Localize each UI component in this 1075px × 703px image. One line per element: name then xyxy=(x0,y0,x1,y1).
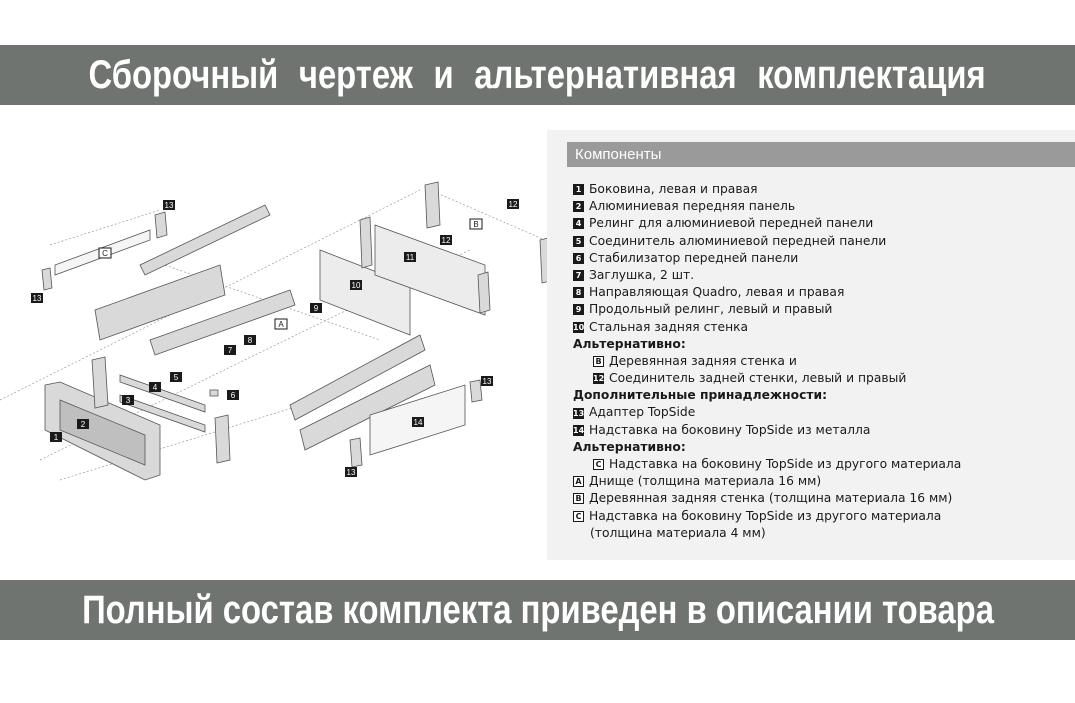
svg-text:A: A xyxy=(278,320,284,329)
list-item: B Деревянная задняя стенка (толщина матер… xyxy=(573,490,1073,507)
item-badge: 2 xyxy=(573,201,584,213)
top-banner-text: Сборочный чертеж и альтернативная компле… xyxy=(88,52,987,97)
item-text: (толщина материала 4 мм) xyxy=(590,525,766,540)
list-item: 8 Направляющая Quadro, левая и правая xyxy=(573,284,1073,301)
item-text: Заглушка, 2 шт. xyxy=(589,267,695,282)
svg-text:3: 3 xyxy=(126,396,131,405)
item-text: Стабилизатор передней панели xyxy=(589,250,799,265)
item-badge: 8 xyxy=(573,287,584,299)
item-text: Дополнительные принадлежности: xyxy=(573,388,828,403)
svg-text:11: 11 xyxy=(406,253,415,262)
item-text: Соединитель алюминиевой передней панели xyxy=(589,233,887,248)
item-text: Боковина, левая и правая xyxy=(589,182,758,196)
item-text: Надставка на боковину TopSide из металла xyxy=(589,422,871,437)
item-badge: 5 xyxy=(573,235,584,247)
top-banner: Сборочный чертеж и альтернативная компле… xyxy=(0,45,1075,105)
list-item: 14 Надставка на боковину TopSide из метал… xyxy=(573,422,1073,439)
item-badge: 14 xyxy=(573,424,585,436)
svg-text:13: 13 xyxy=(165,201,174,210)
list-item: (толщина материала 4 мм) xyxy=(573,525,1073,542)
item-badge: 4 xyxy=(573,218,584,230)
item-text: Альтернативно: xyxy=(573,336,686,351)
item-badge: 7 xyxy=(573,270,584,282)
item-text: Днище (толщина материала 16 мм) xyxy=(589,474,822,489)
item-badge: 13 xyxy=(573,407,585,419)
svg-text:8: 8 xyxy=(248,336,253,345)
components-panel: Компоненты 1 Боковина, левая и правая 2 Алю… xyxy=(547,130,1075,560)
item-text: Надставка на боковину TopSide из другого… xyxy=(589,508,942,523)
svg-text:4: 4 xyxy=(153,383,158,392)
item-badge: A xyxy=(573,476,584,488)
svg-text:2: 2 xyxy=(81,420,86,429)
list-item: 7 Заглушка, 2 шт. xyxy=(573,267,1073,284)
list-item: 1 Боковина, левая и правая xyxy=(573,181,1073,198)
item-badge: C xyxy=(573,510,584,522)
item-badge: B xyxy=(573,493,584,505)
list-item: C Надставка на боковину TopSide из другог… xyxy=(573,508,1073,525)
svg-text:13: 13 xyxy=(483,377,492,386)
item-badge: 12 xyxy=(593,373,605,385)
assembly-diagram: 13 C 13 3 5 7 8 A 9 10 11 12 B 12 4 2 1 … xyxy=(0,181,555,481)
item-text: Направляющая Quadro, левая и правая xyxy=(589,285,845,300)
list-item: 2 Алюминиевая передняя панель xyxy=(573,198,1073,215)
list-item: 4 Релинг для алюминиевой передней панели xyxy=(573,215,1073,232)
svg-text:14: 14 xyxy=(414,418,423,427)
svg-text:13: 13 xyxy=(33,294,42,303)
item-badge: B xyxy=(593,355,604,367)
svg-text:12: 12 xyxy=(509,200,518,209)
item-badge: C xyxy=(593,459,604,471)
item-text: Алюминиевая передняя панель xyxy=(589,199,796,214)
list-item: Альтернативно: xyxy=(573,439,1073,456)
item-text: Деревянная задняя стенка и xyxy=(609,353,797,368)
svg-text:9: 9 xyxy=(314,304,319,313)
item-text: Соединитель задней стенки, левый и правы… xyxy=(609,371,907,386)
item-text: Деревянная задняя стенка (толщина матери… xyxy=(589,491,953,506)
list-item: 12 Соединитель задней стенки, левый и пра… xyxy=(573,370,1073,387)
item-badge: 6 xyxy=(573,252,584,264)
list-item: A Днище (толщина материала 16 мм) xyxy=(573,473,1073,490)
svg-text:1: 1 xyxy=(54,433,59,442)
item-text: Продольный релинг, левый и правый xyxy=(589,302,833,317)
list-item: 9 Продольный релинг, левый и правый xyxy=(573,301,1073,318)
svg-text:6: 6 xyxy=(231,391,236,400)
svg-text:13: 13 xyxy=(347,468,356,477)
item-badge: 1 xyxy=(573,184,584,196)
list-item: 13 Адаптер TopSide xyxy=(573,404,1073,421)
svg-text:10: 10 xyxy=(352,281,361,290)
list-item: B Деревянная задняя стенка и xyxy=(573,353,1073,370)
item-badge: 9 xyxy=(573,304,584,316)
bottom-banner: Полный состав комплекта приведен в описа… xyxy=(0,580,1075,640)
list-item: 5 Соединитель алюминиевой передней панели xyxy=(573,233,1073,250)
item-badge: 10 xyxy=(573,321,585,333)
panel-title: Компоненты xyxy=(567,142,1075,167)
svg-text:C: C xyxy=(102,249,108,258)
list-item: C Надставка на боковину TopSide из другог… xyxy=(573,456,1073,473)
svg-text:B: B xyxy=(473,220,478,229)
list-item: 6 Стабилизатор передней панели xyxy=(573,250,1073,267)
list-item: Дополнительные принадлежности: xyxy=(573,387,1073,404)
item-text: Надставка на боковину TopSide из другого… xyxy=(609,457,962,471)
components-list: 1 Боковина, левая и правая 2 Алюминиевая пе… xyxy=(573,181,1073,542)
list-item: 10 Стальная задняя стенка xyxy=(573,319,1073,336)
item-text: Стальная задняя стенка xyxy=(589,319,749,334)
item-text: Адаптер TopSide xyxy=(589,405,696,420)
item-text: Альтернативно: xyxy=(573,439,686,454)
svg-text:7: 7 xyxy=(228,346,233,355)
svg-text:12: 12 xyxy=(442,236,451,245)
svg-text:5: 5 xyxy=(174,373,179,382)
item-text: Релинг для алюминиевой передней панели xyxy=(589,216,874,231)
list-item: Альтернативно: xyxy=(573,336,1073,353)
bottom-banner-text: Полный состав комплекта приведен в описа… xyxy=(81,587,994,632)
